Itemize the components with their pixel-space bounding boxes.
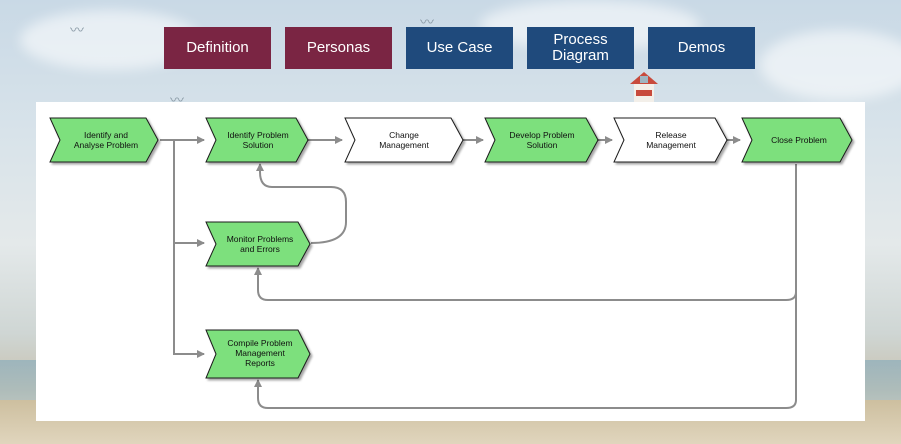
node-label: Management — [235, 348, 285, 358]
nav-definition-button[interactable]: Definition — [164, 27, 271, 69]
node-label: and Errors — [240, 244, 280, 254]
node-compile-reports: Compile Problem Management Reports — [205, 329, 311, 379]
seagull-icon: 〰 — [420, 14, 434, 30]
node-label: Compile Problem — [227, 338, 292, 348]
nav-personas-button[interactable]: Personas — [285, 27, 392, 69]
branch-to-monitor — [173, 140, 205, 247]
feedback-close-to-monitor — [254, 164, 797, 301]
branch-to-reports — [173, 243, 205, 358]
node-release-management: Release Management — [613, 117, 728, 163]
connectors — [160, 136, 797, 409]
node-monitor-problems: Monitor Problems and Errors — [205, 221, 311, 267]
nav-process-diagram-label-1: Process — [553, 31, 608, 48]
node-develop-solution: Develop Problem Solution — [484, 117, 599, 163]
node-label: Monitor Problems — [227, 234, 294, 244]
nav-definition-label: Definition — [186, 39, 249, 56]
node-label: Change — [389, 130, 419, 140]
node-identify-solution: Identify Problem Solution — [205, 117, 309, 163]
node-change-management: Change Management — [344, 117, 464, 163]
node-label: Management — [379, 140, 429, 150]
node-label: Management — [646, 140, 696, 150]
node-label: Solution — [527, 140, 558, 150]
node-label: Close Problem — [771, 135, 827, 145]
nav-demos-button[interactable]: Demos — [648, 27, 755, 69]
nav-use-case-label: Use Case — [426, 39, 493, 56]
node-label: Solution — [243, 140, 274, 150]
nav-demos-label: Demos — [677, 39, 726, 56]
node-label: Identify Problem — [227, 130, 288, 140]
node-label: Develop Problem — [509, 130, 574, 140]
seagull-icon: 〰 — [70, 22, 84, 38]
feedback-close-to-reports — [254, 292, 797, 409]
node-close-problem: Close Problem — [741, 117, 853, 163]
node-label: Reports — [245, 358, 275, 368]
nav-process-diagram-button[interactable]: Process Diagram — [527, 27, 634, 69]
nav-personas-label: Personas — [306, 39, 371, 56]
loop-monitor-to-solution — [256, 163, 347, 244]
process-diagram-panel: Identify and Analyse Problem Identify Pr… — [36, 102, 865, 421]
node-identify-analyse: Identify and Analyse Problem — [49, 117, 159, 163]
nav-use-case-button[interactable]: Use Case — [406, 27, 513, 69]
node-label: Analyse Problem — [74, 140, 138, 150]
process-diagram: Identify and Analyse Problem Identify Pr… — [49, 117, 853, 409]
node-label: Release — [655, 130, 686, 140]
node-label: Identify and — [84, 130, 128, 140]
nav-process-diagram-label-2: Diagram — [552, 47, 609, 64]
